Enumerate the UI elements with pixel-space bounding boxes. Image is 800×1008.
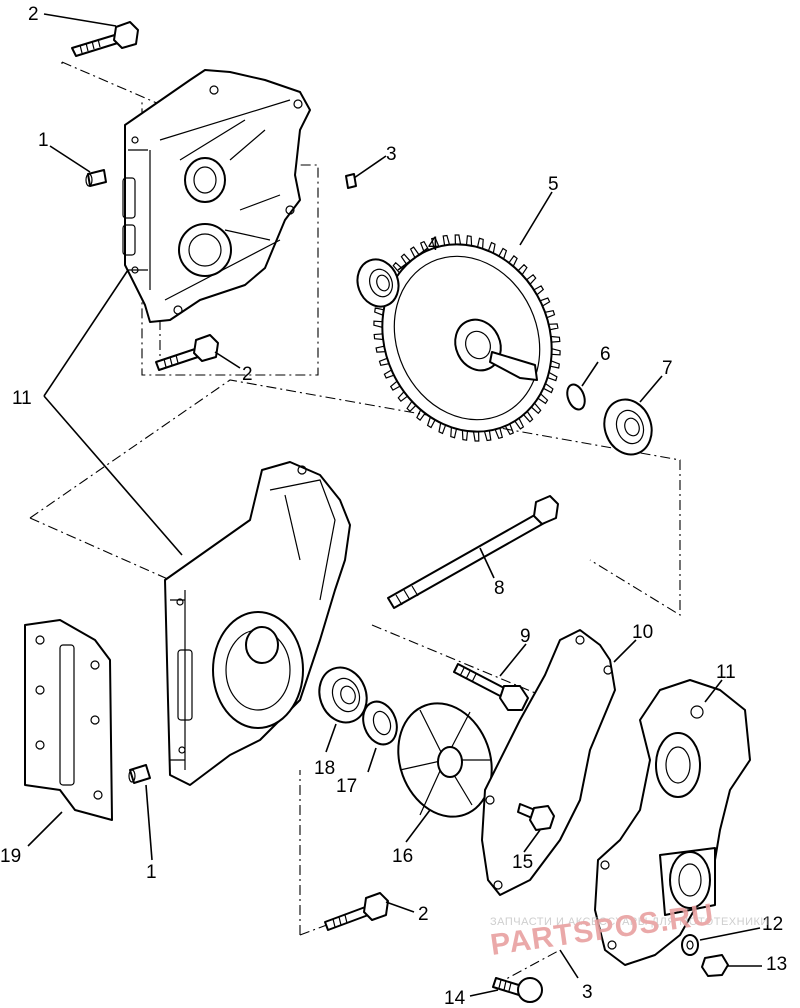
washer-17 <box>362 700 398 746</box>
driven-gear <box>373 234 561 442</box>
callout-18: 18 <box>314 758 335 779</box>
callout-3-bottom: 3 <box>582 982 593 1003</box>
bolt-15 <box>517 803 555 831</box>
bolt-mid <box>155 334 219 371</box>
callout-13: 13 <box>766 954 787 975</box>
upper-housing-cover <box>122 69 311 323</box>
bolt-bottom <box>324 892 389 931</box>
washer-12 <box>681 934 699 956</box>
callout-1-bottom: 1 <box>146 862 157 883</box>
callout-11-left: 11 <box>12 388 32 409</box>
bearing-7 <box>603 398 653 456</box>
o-ring-6 <box>566 383 586 411</box>
bolt-9 <box>453 663 529 711</box>
callout-2-mid: 2 <box>242 364 253 385</box>
callout-19: 19 <box>0 846 21 867</box>
callout-6: 6 <box>600 344 611 365</box>
callout-17: 17 <box>336 776 357 797</box>
water-pump-cover <box>594 679 751 966</box>
nut-13 <box>701 954 729 977</box>
callout-2-top: 2 <box>28 4 39 25</box>
leader-lines <box>27 13 762 997</box>
gasket-19 <box>24 619 113 821</box>
dowel-pin-bottom <box>128 764 151 784</box>
callout-5: 5 <box>548 174 559 195</box>
callout-11-right: 11 <box>716 662 736 683</box>
callout-16: 16 <box>392 846 413 867</box>
lower-housing <box>164 461 351 786</box>
bearing-4 <box>356 258 400 308</box>
dowel-pin-top <box>85 169 107 187</box>
callout-14: 14 <box>444 988 466 1008</box>
dowel-pin-right <box>345 173 357 189</box>
bolt-14 <box>492 977 543 1003</box>
callout-3-top: 3 <box>386 144 397 165</box>
callout-2-bottom: 2 <box>418 904 429 925</box>
callout-7: 7 <box>662 358 673 379</box>
callout-4: 4 <box>428 234 439 255</box>
callout-15: 15 <box>512 852 533 873</box>
callout-labels: 2 1 3 4 5 6 7 2 11 8 9 10 11 18 17 16 15… <box>0 4 787 1008</box>
callout-12: 12 <box>762 914 783 935</box>
callout-9: 9 <box>520 626 531 647</box>
callout-1-top: 1 <box>38 130 49 151</box>
long-stud-8 <box>387 495 559 609</box>
bearing-18 <box>318 666 368 724</box>
gasket-10 <box>481 629 616 896</box>
callout-10: 10 <box>632 622 653 643</box>
callout-8: 8 <box>494 578 505 599</box>
impeller-16 <box>397 702 493 818</box>
bolt-top <box>71 21 139 57</box>
watermark-tagline: ЗАПЧАСТИ И АКСЕССУАРЫ ДЛЯ МОТОТЕХНИКИ <box>490 916 769 928</box>
